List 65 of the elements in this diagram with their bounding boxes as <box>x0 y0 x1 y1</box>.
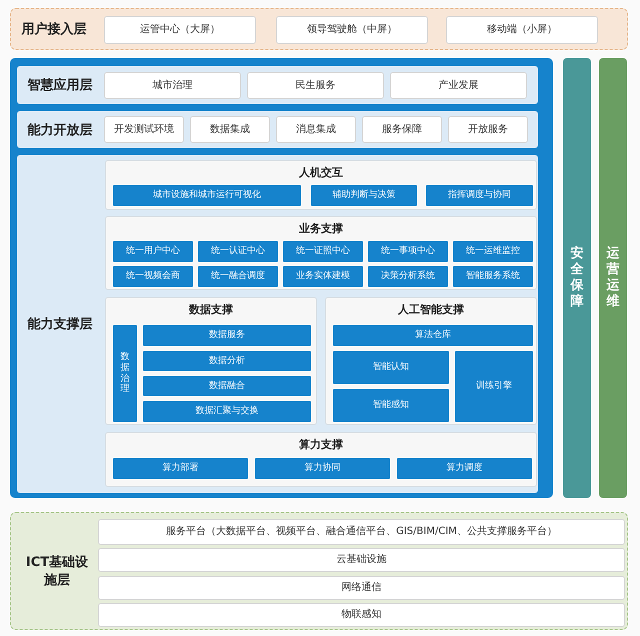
module-panel <box>105 216 537 290</box>
function-box: 指挥调度与协同 <box>426 185 533 206</box>
layer-frame <box>10 58 553 498</box>
layer-band <box>17 111 538 148</box>
module-box: 云基础设施 <box>98 548 625 572</box>
module-box: 消息集成 <box>276 116 356 143</box>
function-box: 统一视频会商 <box>113 266 193 287</box>
module-box: 民生服务 <box>247 72 384 99</box>
panel-heading: 业务支撑 <box>298 221 344 236</box>
function-box: 数据分析 <box>143 351 311 371</box>
module-box: 移动端（小屏） <box>446 16 598 44</box>
function-box: 数据汇聚与交换 <box>143 401 311 422</box>
function-box: 城市设施和城市运行可视化 <box>113 185 301 206</box>
panel-heading: 人机交互 <box>298 165 344 180</box>
function-box: 算力调度 <box>397 458 532 479</box>
module-box: 开发测试环境 <box>104 116 184 143</box>
function-box: 业务实体建模 <box>283 266 363 287</box>
module-box: 领导驾驶舱（中屏） <box>276 16 428 44</box>
module-panel <box>325 297 537 425</box>
layer-title: 智慧应用层 <box>26 76 94 94</box>
layer-band <box>10 512 628 630</box>
side-column <box>563 58 591 498</box>
module-box: 物联感知 <box>98 603 625 627</box>
function-box: 训练引擎 <box>455 351 533 422</box>
module-panel <box>105 160 537 210</box>
column-title: 安全保障 <box>570 246 584 310</box>
function-box: 数据治理 <box>113 325 137 422</box>
function-box: 算法仓库 <box>333 325 533 346</box>
module-box: 城市治理 <box>104 72 241 99</box>
layer-title: 能力开放层 <box>26 122 94 138</box>
module-box: 开放服务 <box>448 116 528 143</box>
function-box: 统一运维监控 <box>453 241 533 262</box>
module-panel <box>105 297 317 425</box>
module-box: 服务平台（大数据平台、视频平台、融合通信平台、GIS/BIM/CIM、公共支撑服务平台） <box>98 519 625 545</box>
function-box: 统一事项中心 <box>368 241 448 262</box>
module-box: 产业发展 <box>390 72 527 99</box>
layer-band <box>10 8 628 50</box>
function-box: 数据服务 <box>143 325 311 346</box>
column-title: 运营运维 <box>606 246 620 310</box>
layer-band <box>17 155 538 493</box>
function-box: 决策分析系统 <box>368 266 448 287</box>
module-box: 运管中心（大屏） <box>104 16 256 44</box>
function-box: 智能感知 <box>333 389 449 422</box>
panel-heading: 算力支撑 <box>298 437 344 452</box>
panel-heading: 数据支撑 <box>188 302 234 317</box>
module-box: 数据集成 <box>190 116 270 143</box>
function-box: 辅助判断与决策 <box>311 185 417 206</box>
side-column <box>599 58 627 498</box>
layer-title: 用户接入层 <box>20 20 88 38</box>
module-panel <box>105 432 537 487</box>
function-box: 统一认证中心 <box>198 241 278 262</box>
layer-title: ICT基础设施层 <box>25 554 89 589</box>
function-box: 统一用户中心 <box>113 241 193 262</box>
module-box: 服务保障 <box>362 116 442 143</box>
function-box: 智能服务系统 <box>453 266 533 287</box>
function-box: 统一融合调度 <box>198 266 278 287</box>
layer-band <box>17 66 538 104</box>
module-box: 网络通信 <box>98 576 625 600</box>
function-box: 算力协同 <box>255 458 390 479</box>
panel-heading: 人工智能支撑 <box>397 302 465 317</box>
function-box: 统一证照中心 <box>283 241 363 262</box>
function-box: 数据融合 <box>143 376 311 396</box>
function-box: 算力部署 <box>113 458 248 479</box>
layer-title: 能力支撑层 <box>26 316 94 333</box>
function-box: 智能认知 <box>333 351 449 384</box>
